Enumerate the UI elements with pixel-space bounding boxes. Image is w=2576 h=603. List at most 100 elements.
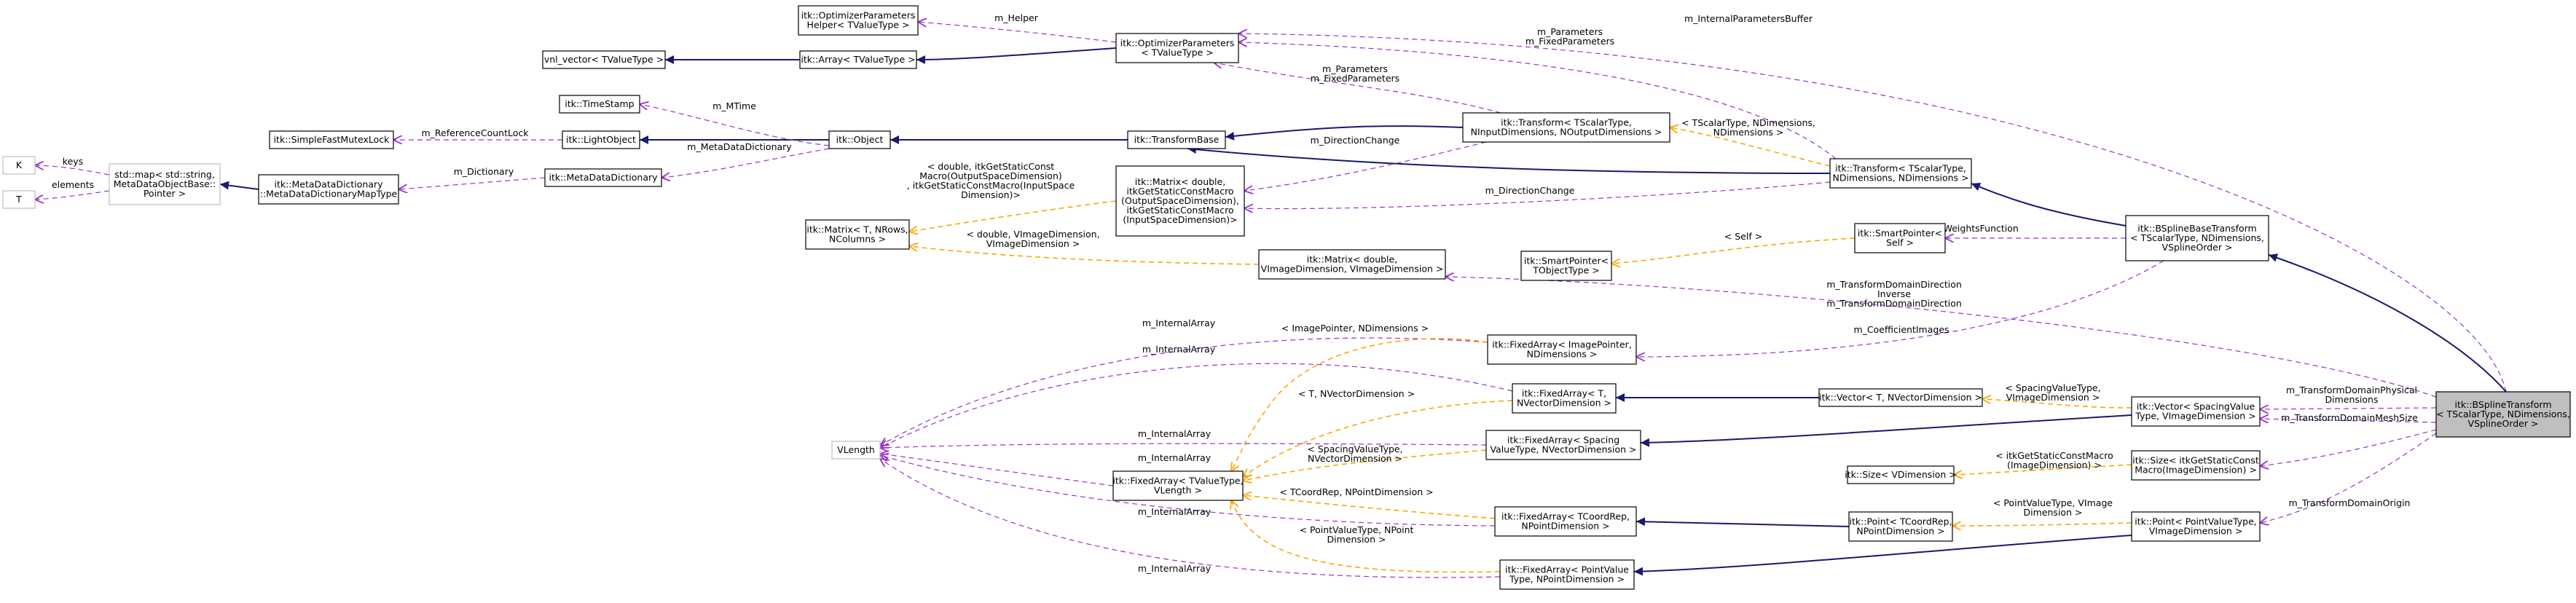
node-mdd-maptype[interactable]: itk::MetaDataDictionary::MetaDataDiction… [258, 174, 399, 205]
node-fa-imgptr[interactable]: itk::FixedArray< ImagePointer,NDimension… [1487, 334, 1637, 365]
node-label: itk::LightObject [566, 134, 636, 145]
edge-label-dc1: m_DirectionChange [1311, 135, 1400, 146]
node-object[interactable]: itk::Object [828, 130, 891, 149]
node-opt-params[interactable]: itk::OptimizerParameters< TValueType > [1115, 33, 1239, 63]
e-use-tdir [1445, 277, 2437, 398]
node-box [1485, 430, 1641, 460]
node-matrix-img[interactable]: itk::Matrix< double,VImageDimension, VIm… [1258, 249, 1446, 280]
e-tpl-spacing-vi [1982, 399, 2132, 409]
node-matrix-tpl[interactable]: itk::Matrix< T, NRows,NColumns > [805, 219, 910, 250]
node-vector-tn[interactable]: itk::Vector< T, NVectorDimension > [1818, 388, 1983, 407]
node-label: ValueType, NVectorDimension > [1490, 444, 1636, 455]
node-label: VLength [837, 444, 875, 455]
edge-label-ia2: m_InternalArray [1142, 344, 1216, 355]
node-label: itk::Matrix< double, [1307, 254, 1397, 265]
node-box [1258, 249, 1446, 280]
node-box [559, 95, 640, 114]
edge-label-params2: m_FixedParameters [1311, 73, 1399, 84]
node-box [1847, 465, 1955, 484]
node-label: Helper< TValueType > [807, 20, 910, 31]
node-label: itk::FixedArray< TValueType, [1112, 476, 1243, 486]
node-itk-array[interactable]: itk::Array< TValueType > [799, 50, 917, 69]
node-label: Macro(ImageDimension) > [2135, 465, 2257, 476]
node-label: NInputDimensions, NOutputDimensions > [1471, 127, 1662, 138]
node-stdmap[interactable]: std::map< std::string,MetaDataObjectBase… [109, 163, 221, 205]
node-vlength[interactable]: VLength [831, 441, 881, 460]
node-label: itk::OptimizerParameters [1120, 38, 1235, 49]
edge-label-dc2: m_DirectionChange [1485, 185, 1575, 196]
node-point-tcoord[interactable]: itk::Point< TCoordRep,NPointDimension > [1848, 511, 1953, 542]
e-use-dc2 [1244, 181, 1831, 209]
node-fa-spacing[interactable]: itk::FixedArray< SpacingValueType, NVect… [1485, 430, 1641, 460]
edge-label-phys: Dimensions [2325, 394, 2379, 405]
node-fa-tcoord[interactable]: itk::FixedArray< TCoordRep,NPointDimensi… [1494, 506, 1637, 537]
node-label: VLength > [1154, 485, 1202, 496]
node-size-macro[interactable]: itk::Size< itkGetStaticConstMacro(ImageD… [2131, 450, 2261, 481]
e-use-ia3 [880, 443, 1487, 448]
node-transformbase[interactable]: itk::TransformBase [1127, 130, 1226, 149]
node-label: vnl_vector< TValueType > [544, 54, 664, 65]
node-label: NDimensions > [1527, 349, 1598, 360]
node-box [831, 441, 881, 460]
node-box [2131, 396, 2261, 427]
e-use-origin [2260, 433, 2437, 523]
edge-label-macro-img: (ImageDimension) > [2007, 460, 2102, 470]
node-fa-tn[interactable]: itk::FixedArray< T,NVectorDimension > [1512, 383, 1617, 414]
node-smartptr-tpl[interactable]: itk::SmartPointer<TObjectType > [1520, 251, 1612, 281]
node-label: itk::Transform< TScalarType, [1835, 163, 1966, 174]
e-inh-vsp-fasp [1640, 414, 2132, 447]
node-smartptr-self[interactable]: itk::SmartPointer<Self > [1854, 223, 1946, 253]
e-use-ia4 [880, 454, 1114, 486]
node-fa-tvalue[interactable]: itk::FixedArray< TValueType,VLength > [1112, 470, 1244, 501]
edge-label-elements: elements [52, 179, 94, 190]
edge-label-tdir: m_TransformDomainDirection [1826, 298, 1962, 309]
node-K[interactable]: K [2, 156, 36, 175]
edge-label-params2: m_Parameters [1322, 63, 1388, 74]
e-inh-ti-tb [1187, 145, 1831, 174]
edge-label-matimg: VImageDimension > [986, 238, 1080, 249]
e-use-mddict [661, 148, 830, 178]
node-mdd[interactable]: itk::MetaDataDictionary [544, 168, 662, 187]
node-matrix-macro[interactable]: itk::Matrix< double,itkGetStaticConstMac… [1115, 165, 1245, 237]
node-box [1115, 33, 1239, 63]
node-box [1487, 334, 1637, 365]
node-box [805, 219, 910, 250]
node-vnl-vector[interactable]: vnl_vector< TValueType > [542, 50, 666, 69]
node-timestamp[interactable]: itk::TimeStamp [559, 95, 640, 114]
node-vector-spacing[interactable]: itk::Vector< SpacingValueType, VImageDim… [2131, 396, 2261, 427]
node-point-pv[interactable]: itk::Point< PointValueType,VImageDimensi… [2131, 511, 2261, 542]
node-label: Type, NPointDimension > [1509, 574, 1625, 585]
edge-label-spacing-nv: NVectorDimension > [1308, 453, 1402, 464]
edge-label-params1: m_FixedParameters [1525, 36, 1614, 47]
node-fa-pointvalue[interactable]: itk::FixedArray< PointValueType, NPointD… [1499, 559, 1635, 590]
edge-label-keys: keys [63, 156, 83, 167]
e-use-mesh [2260, 419, 2437, 422]
node-label: itkGetStaticConstMacro [1126, 186, 1233, 197]
node-bspline[interactable]: itk::BSplineTransform< TScalarType, NDim… [2435, 391, 2571, 438]
node-label: itk::SimpleFastMutexLock [274, 134, 390, 145]
node-box [1115, 165, 1245, 237]
edge-label-tdir: m_TransformDomainDirection [1826, 279, 1962, 290]
node-transform-tpl[interactable]: itk::Transform< TScalarType,NInputDimens… [1462, 112, 1670, 143]
edge-label-phys: m_TransformDomainPhysical [2286, 385, 2417, 395]
e-use-params1 [1238, 42, 1837, 159]
edge-label-matmacro: , itkGetStaticConstMacro(InputSpace [907, 180, 1075, 191]
node-label: K [16, 159, 23, 170]
node-lightobject[interactable]: itk::LightObject [562, 130, 640, 149]
node-mutexlock[interactable]: itk::SimpleFastMutexLock [269, 130, 394, 149]
node-bspline-base[interactable]: itk::BSplineBaseTransform< TScalarType, … [2125, 215, 2269, 261]
node-label: itk::Vector< T, NVectorDimension > [1819, 392, 1982, 403]
node-box [562, 130, 640, 149]
edge-label-coef: m_CoefficientImages [1853, 324, 1949, 335]
node-label: itk::SmartPointer< [1858, 228, 1942, 239]
node-T[interactable]: T [2, 190, 36, 209]
node-transform-inst[interactable]: itk::Transform< TScalarType,NDimensions,… [1829, 158, 1972, 189]
edge-label-pv-vi: < PointValueType, VImage [1993, 497, 2113, 508]
node-label: itkGetStaticConstMacro [1126, 205, 1233, 216]
e-use-size [2260, 429, 2437, 466]
edge-label-tsn: NDimensions > [1713, 127, 1784, 138]
edge-label-mesh: m_TransformDomainMeshSize [2281, 412, 2418, 423]
node-size-v[interactable]: itk::Size< VDimension > [1845, 465, 1957, 484]
node-box [1462, 112, 1670, 143]
